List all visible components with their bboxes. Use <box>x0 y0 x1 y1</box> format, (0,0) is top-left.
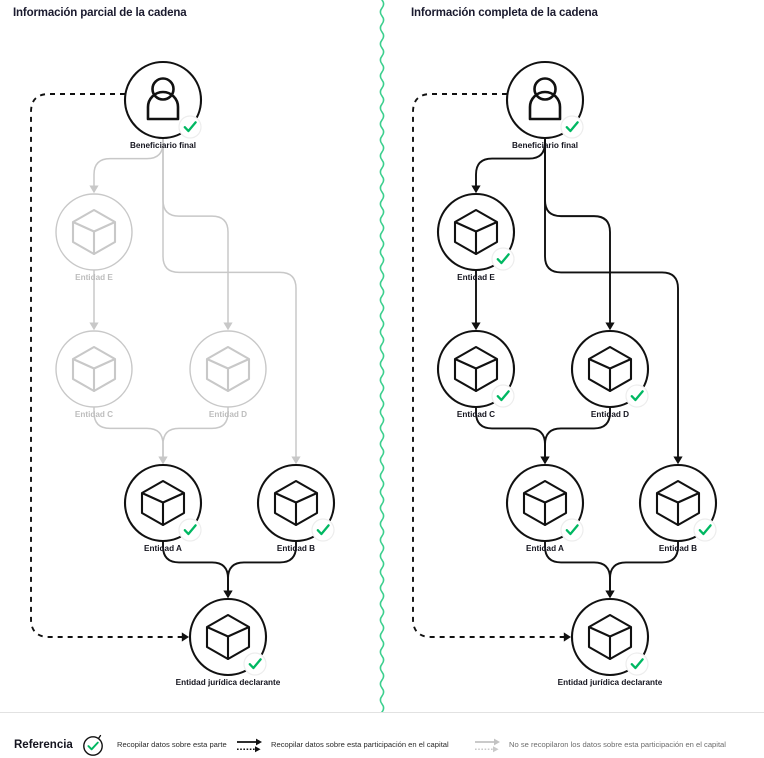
edge-owner-to-d <box>544 137 615 331</box>
node-a[interactable]: Entidad A <box>505 463 585 553</box>
node-label-e: Entidad E <box>75 273 113 282</box>
node-label-d: Entidad D <box>591 410 629 419</box>
edge-owner-to-b <box>162 137 301 465</box>
legend-item-not-collected-stake: No se recopilaron los datos sobre esta p… <box>474 732 726 758</box>
check-badge-icon <box>83 734 103 756</box>
legend-label-collected-stake: Recopilar datos sobre esta participación… <box>271 740 449 750</box>
node-b[interactable]: Entidad B <box>256 463 336 553</box>
node-reporting[interactable]: Entidad jurídica declarante <box>558 597 663 687</box>
node-label-e: Entidad E <box>457 273 495 282</box>
node-label-owner: Beneficiario final <box>512 141 578 150</box>
node-label-a: Entidad A <box>144 544 182 553</box>
node-b[interactable]: Entidad B <box>638 463 718 553</box>
edge-owner-to-reporting <box>412 93 571 642</box>
legend-item-collected-party: Recopilar datos sobre esta parte <box>80 732 227 758</box>
wavy-divider-icon <box>379 0 385 712</box>
legend-title: Referencia <box>14 739 73 751</box>
legend-label-not-collected-stake: No se recopilaron los datos sobre esta p… <box>509 740 726 750</box>
edge-owner-to-b <box>544 137 683 465</box>
edge-owner-to-e <box>89 137 164 194</box>
legend-label-collected-party: Recopilar datos sobre esta parte <box>117 740 227 750</box>
node-label-b: Entidad B <box>277 544 315 553</box>
node-a[interactable]: Entidad A <box>123 463 203 553</box>
panel-title-partial: Información parcial de la cadena <box>13 7 187 19</box>
edge-d-to-a <box>158 406 229 465</box>
node-label-reporting: Entidad jurídica declarante <box>558 678 663 687</box>
node-owner[interactable]: Beneficiario final <box>123 60 203 150</box>
node-label-c: Entidad C <box>457 410 495 419</box>
edge-owner-to-d <box>162 137 233 331</box>
node-label-reporting: Entidad jurídica declarante <box>176 678 281 687</box>
edge-e-to-c <box>89 269 99 331</box>
edge-b-to-reporting <box>223 540 297 599</box>
solid-arrow-icon <box>237 738 262 753</box>
legend-item-collected-stake: Recopilar datos sobre esta participación… <box>236 732 449 758</box>
edge-d-to-a <box>540 406 611 465</box>
edge-e-to-c <box>471 269 481 331</box>
edge-b-to-reporting <box>605 540 679 599</box>
node-label-d: Entidad D <box>209 410 247 419</box>
node-e[interactable]: Entidad E <box>55 193 133 282</box>
node-e[interactable]: Entidad E <box>436 192 516 282</box>
node-owner[interactable]: Beneficiario final <box>505 60 585 150</box>
node-c[interactable]: Entidad C <box>436 329 516 419</box>
edge-layer <box>412 93 683 642</box>
node-d[interactable]: Entidad D <box>570 329 650 419</box>
node-label-b: Entidad B <box>659 544 697 553</box>
node-label-c: Entidad C <box>75 410 113 419</box>
legend: Referencia Recopilar datos sobre esta pa… <box>0 712 764 758</box>
node-label-owner: Beneficiario final <box>130 141 196 150</box>
node-c[interactable]: Entidad C <box>55 330 133 419</box>
legend-divider-rule <box>0 712 764 713</box>
node-label-a: Entidad A <box>526 544 564 553</box>
edge-owner-to-reporting <box>30 93 189 642</box>
edge-layer <box>30 93 301 642</box>
node-reporting[interactable]: Entidad jurídica declarante <box>176 597 281 687</box>
node-d[interactable]: Entidad D <box>189 330 267 419</box>
gray-arrow-icon <box>475 738 500 753</box>
panel-title-complete: Información completa de la cadena <box>411 7 598 19</box>
